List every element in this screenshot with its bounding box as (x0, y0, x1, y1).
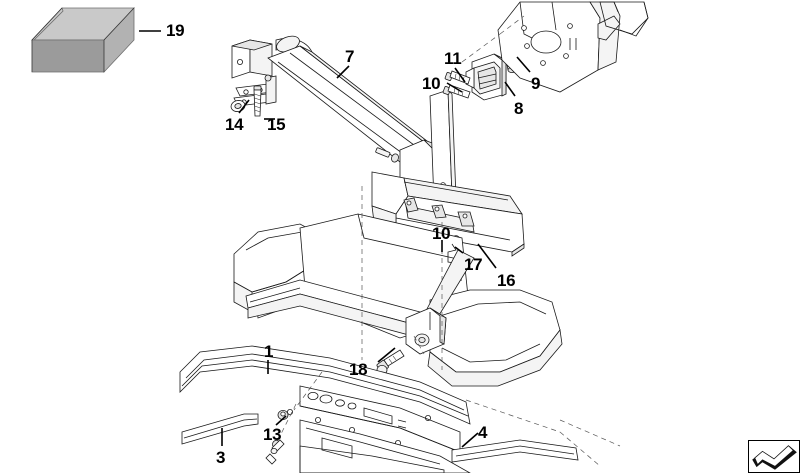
leader-line-tow-eye-bracket (238, 99, 250, 114)
part-1-bumper-carrier (233, 213, 563, 387)
callout-impact-absorber-bracket[interactable]: 8 (514, 99, 524, 118)
callout-flange-bolt[interactable]: 18 (349, 360, 368, 379)
callout-hex-bolt-reinforcement[interactable]: 10 (432, 224, 451, 243)
callout-collar-screw[interactable]: 9 (531, 74, 541, 93)
callout-hex-bolt-lower[interactable]: 10 (422, 74, 441, 93)
callout-bumper-spoiler-lip[interactable]: 4 (478, 423, 488, 442)
part-8-absorber-bracket (465, 53, 507, 101)
leader-line-reinforcement-screw (454, 246, 464, 254)
callout-lower-moulding-strip[interactable]: 3 (216, 448, 226, 467)
part-19-carton-box (31, 6, 135, 74)
body-side-mounting-panel (497, 1, 649, 93)
leader-line-bumper-spoiler-lip (461, 432, 479, 448)
callout-cross-member-beam[interactable]: 7 (345, 47, 355, 66)
part-3-moulding-strip (181, 413, 259, 445)
callout-carton-box[interactable]: 19 (166, 21, 185, 40)
callout-self-tapping-screw[interactable]: 15 (267, 115, 286, 134)
part-18-flange-bolt (376, 349, 405, 375)
callout-hex-bolt-upper[interactable]: 11 (444, 49, 462, 68)
callout-tow-eye-bracket[interactable]: 14 (225, 115, 244, 134)
leader-line-flange-bolt (377, 347, 396, 363)
callout-reinforcement-screw[interactable]: 17 (464, 255, 483, 274)
leader-line-hex-bolt-upper (454, 67, 466, 83)
callout-leaders (139, 30, 531, 448)
leader-line-hex-bolt-lower (446, 82, 463, 93)
leader-line-collar-screw (516, 56, 531, 73)
leader-line-retaining-nut (275, 415, 287, 426)
assembly-alignment-lines (275, 15, 621, 467)
screw-15 (253, 85, 262, 117)
leader-line-bumper-support-rail (477, 243, 497, 269)
leader-line-cross-member-beam (336, 65, 350, 79)
beam-screw (375, 147, 399, 163)
part-4-spoiler-lip (451, 439, 579, 463)
part-1-bumper-skin (179, 345, 579, 473)
callout-retaining-nut[interactable]: 13 (263, 425, 282, 444)
callout-bumper-trim-panel[interactable]: 1 (264, 342, 274, 361)
leader-line-impact-absorber-bracket (504, 81, 516, 97)
part-10-bolt (442, 84, 471, 99)
callout-bumper-support-rail[interactable]: 16 (497, 271, 516, 290)
part-14-15-tow-bracket (230, 74, 277, 117)
corner-preview-thumbnail[interactable] (748, 440, 800, 473)
thumbnail-arrow-icon (752, 445, 797, 470)
